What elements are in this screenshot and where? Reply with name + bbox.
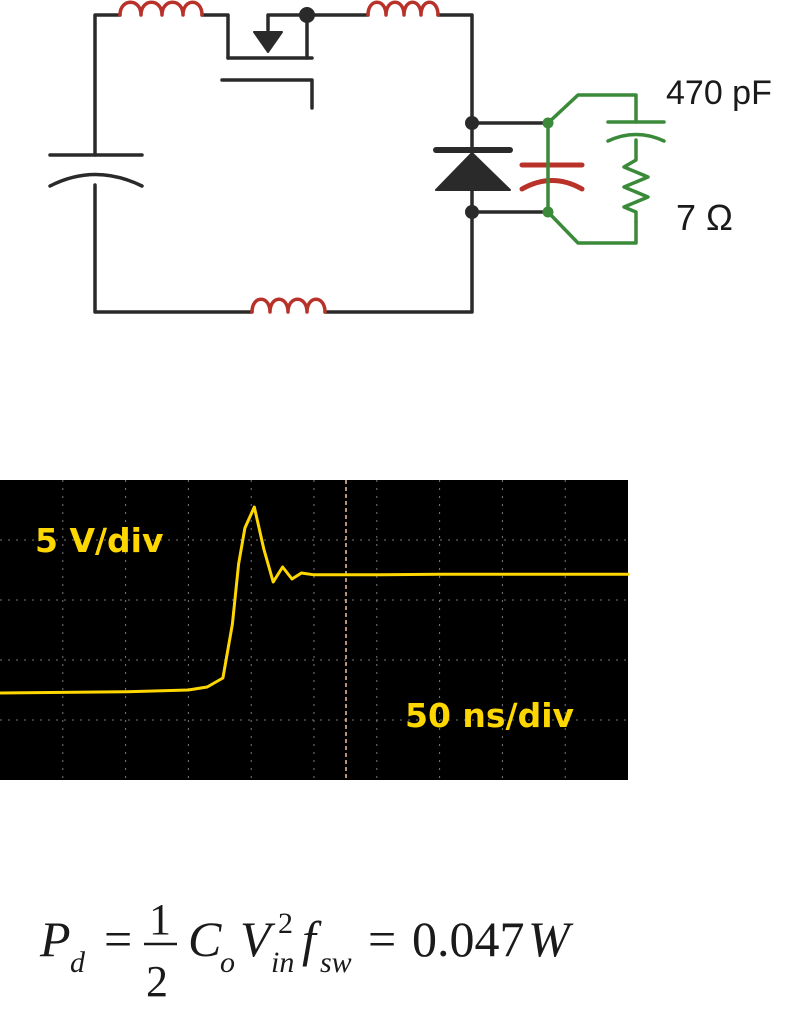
parasitic-capacitor [519, 162, 585, 192]
snubber-resistor-label: 7 Ω [676, 197, 733, 238]
input-capacitor-bottom-plate [48, 172, 144, 188]
eq-lhs-symbol: P [39, 911, 71, 967]
scope-trace-point [221, 676, 225, 680]
switch-node-dot [299, 7, 315, 23]
eq-freq-symbol: f [302, 911, 322, 967]
eq-result: 0.047 [412, 911, 525, 967]
parasitic-inductors [118, 0, 440, 314]
scope-trace-point [501, 573, 504, 576]
eq-freq-subscript: sw [320, 946, 352, 979]
scope-trace-point [281, 565, 284, 569]
scope-trace-point [243, 526, 247, 530]
scope-trace-point [272, 580, 275, 584]
scope-trace-point [312, 573, 316, 576]
eq-volt-subscript: in [271, 946, 294, 979]
oscilloscope-panel: 5 V/div 50 ns/div [0, 480, 630, 780]
snubber-cap-bottom-plate [606, 132, 666, 143]
scope-trace-point [626, 573, 630, 576]
scope-trace-point [0, 691, 2, 695]
inductor-top-left [118, 0, 204, 17]
eq-result-unit: W [528, 911, 574, 967]
mosfet-gate [220, 78, 314, 110]
scope-trace-point [124, 690, 127, 693]
scope-trace-point [375, 573, 378, 576]
eq-cap-subscript: o [220, 946, 235, 979]
eq-equals-2: = [368, 911, 396, 967]
scope-trace-point [262, 547, 265, 551]
time-scale-label: 50 ns/div [405, 696, 575, 735]
parasitic-cap-bottom-plate [519, 178, 585, 192]
power-equation: P d = 1 2 C o V 2 in f sw = 0.047 W [39, 895, 574, 1006]
scope-points [0, 505, 630, 695]
eq-lhs-subscript: d [70, 946, 86, 979]
scope-trace-point [290, 577, 294, 581]
inductor-top-right [366, 0, 440, 17]
rc-snubber [546, 93, 666, 245]
eq-fraction-denominator: 2 [146, 957, 168, 1006]
wire-top-left [200, 13, 230, 60]
scope-trace-point [187, 688, 190, 692]
snubber-resistor [622, 138, 650, 224]
snubber-wire-top [546, 93, 638, 125]
eq-volt-superscript: 2 [278, 907, 293, 940]
eq-equals-1: = [104, 911, 132, 967]
wire-mosfet-drain [266, 13, 370, 32]
scope-trace-point [237, 562, 240, 566]
snubber-node-top [542, 117, 554, 129]
eq-fraction-numerator: 1 [149, 895, 171, 944]
circuit-diagram: 470 pF 7 Ω [48, 0, 772, 314]
diode-top-node [465, 116, 479, 130]
freewheel-diode [433, 116, 513, 219]
eq-volt-symbol: V [240, 911, 276, 967]
scope-trace-point [253, 505, 256, 509]
diode-triangle [435, 152, 511, 191]
scope-trace-point [300, 571, 303, 575]
scope-trace-point [206, 685, 209, 689]
wire-top-right [323, 13, 474, 314]
wire-left-loop [93, 13, 254, 314]
snubber-capacitor-label: 470 pF [666, 74, 772, 112]
scope-trace-point [61, 691, 64, 694]
scope-trace-point [564, 573, 567, 576]
scope-trace-point [438, 573, 441, 576]
scope-trace-point [231, 622, 234, 626]
inductor-bottom [250, 297, 327, 314]
eq-cap-symbol: C [188, 911, 222, 967]
mosfet-body-arrow [253, 31, 283, 53]
diode-bottom-node [465, 205, 479, 219]
snubber-wire-bottom [546, 210, 638, 245]
snubber-node-bottom [542, 206, 554, 218]
scope-grid [0, 480, 628, 780]
vertical-scale-label: 5 V/div [35, 521, 164, 560]
